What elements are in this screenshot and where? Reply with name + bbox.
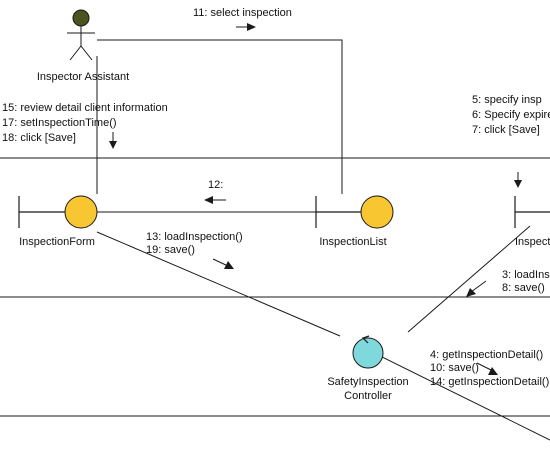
link-actor-list [97,39,343,194]
message-14-label: 14: getInspectionDetail() [430,376,549,388]
boundary-inspection-partial[interactable] [514,196,550,228]
boundary-circle-icon [64,195,98,229]
message-5-label: 5: specify insp [472,94,542,106]
message-13-arrowhead-icon [224,261,234,269]
message-4-arrow [476,362,494,372]
message-11-arrowhead-icon [247,23,256,31]
boundary-circle-icon [360,195,394,229]
message-10-label: 10: save() [430,362,479,374]
message-7-label: 7: click [Save] [472,124,540,136]
actor-inspector-assistant[interactable] [67,9,95,61]
control-arrowhead-icon [361,335,370,344]
message-13-label: 13: loadInspection() [146,231,243,243]
message-4-label: 4: getInspectionDetail() [430,349,543,361]
message-3-arrow [470,280,487,293]
actor-label: Inspector Assistant [37,71,129,83]
message-3-label: 3: loadIns [502,269,550,281]
message-12-label: 12: [208,179,223,191]
control-safety-inspection-controller[interactable] [352,335,384,369]
inspection-list-label: InspectionList [319,236,386,248]
controller-label-line2: Controller [344,390,392,402]
controller-label-line1: SafetyInspection [327,376,408,388]
inspection-form-label: InspectionForm [19,236,95,248]
message-4-arrowhead-icon [488,367,498,375]
message-5-arrowhead-icon [514,180,522,188]
link-controller-out [379,355,550,441]
message-15-arrowhead-icon [109,141,117,149]
message-11-label: 11: select inspection [193,7,292,19]
message-15-label: 15: review detail client information [2,102,168,114]
control-circle-icon [352,337,384,369]
link-form-controller [96,231,341,337]
inspection-partial-label: Inspect [515,236,550,248]
message-19-label: 19: save() [146,244,195,256]
actor-head-icon [72,9,90,27]
message-13-arrow [212,258,229,267]
message-8-label: 8: save() [502,282,545,294]
boundary-inspection-form[interactable] [18,195,98,229]
message-3-arrowhead-icon [466,288,476,297]
actor-leg-right [80,45,93,61]
link-right-controller [407,225,531,333]
message-6-label: 6: Specify expire [472,109,550,121]
boundary-inspection-list[interactable] [315,195,394,229]
message-12-arrowhead-icon [204,196,213,204]
message-18-label: 18: click [Save] [2,132,76,144]
message-17-label: 17: setInspectionTime() [2,117,117,129]
actor-leg-left [69,45,82,61]
